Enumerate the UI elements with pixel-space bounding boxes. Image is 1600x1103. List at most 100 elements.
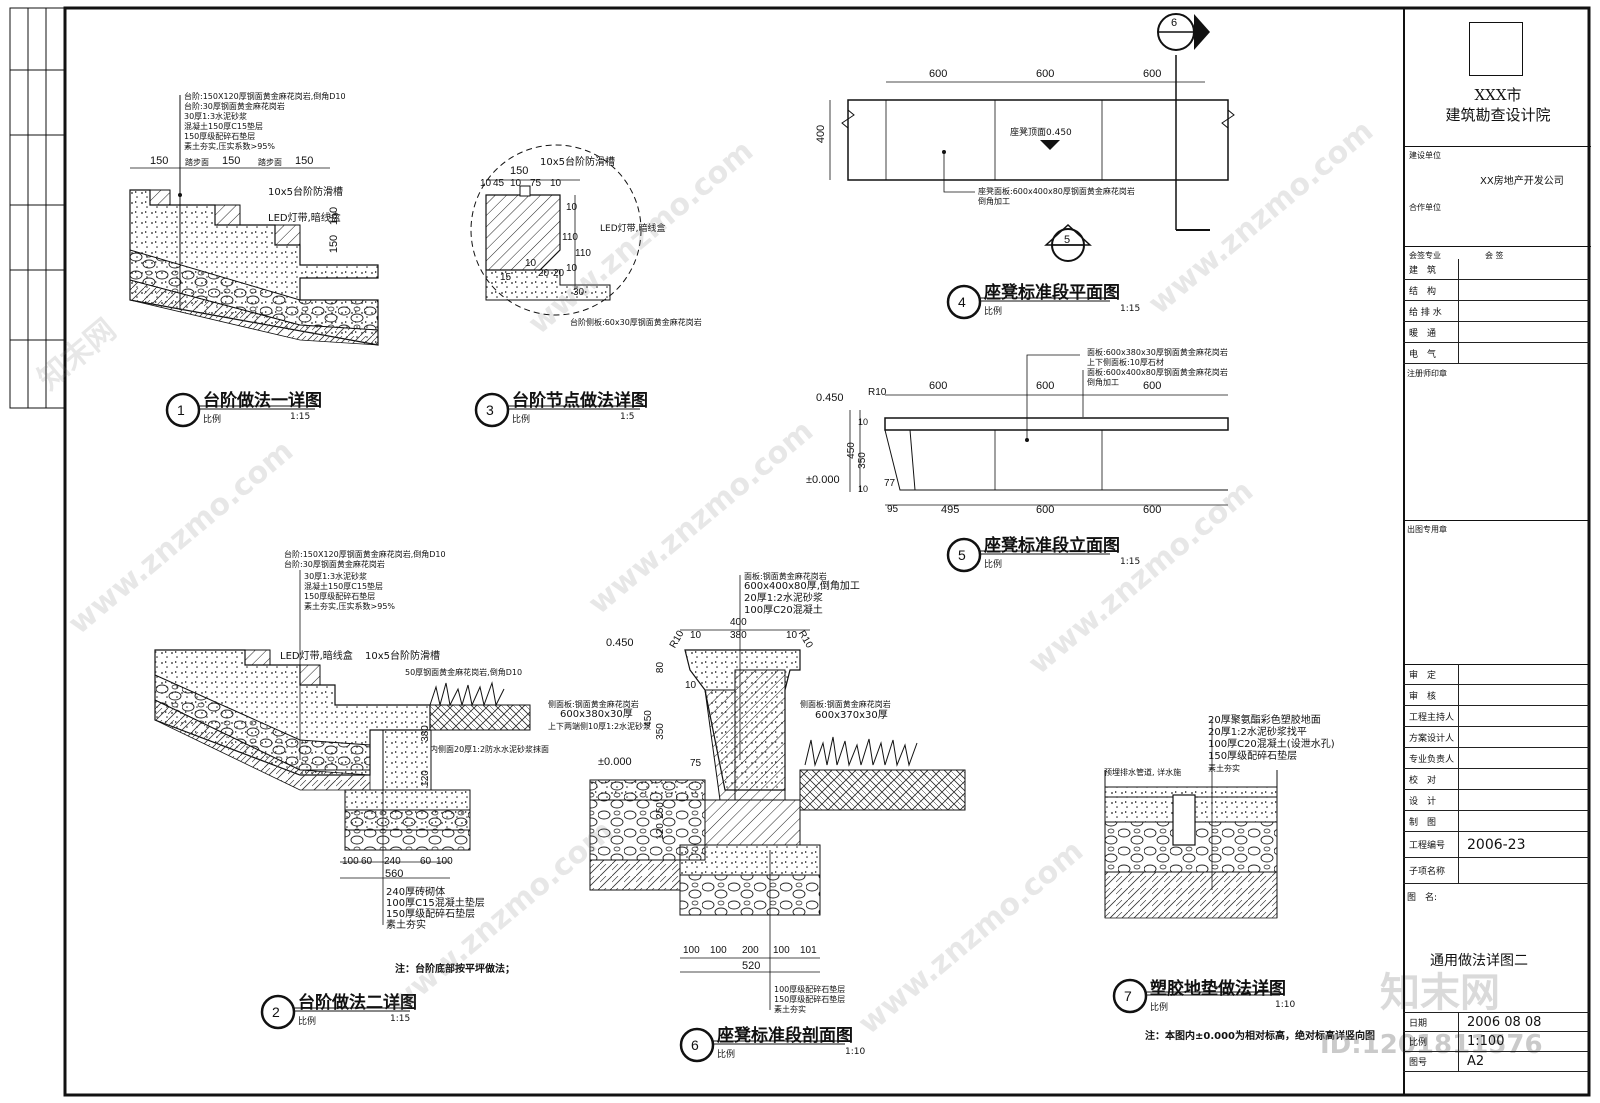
d3-dim-9: 10: [566, 263, 578, 274]
d2-dim-0: 100: [342, 856, 359, 867]
d6-dim-12: 100: [683, 945, 700, 956]
d2-side-1: 10x5台阶防滑槽: [365, 651, 441, 662]
detail-2-number: 2: [272, 1004, 280, 1020]
d5-dim-9: 350: [856, 452, 868, 469]
d2-bottom-3: 素土夯实: [386, 920, 426, 931]
d6-dim-8: 450: [642, 710, 654, 727]
d5-label-0: 面板:600x380x30厚钢面黄金麻花岗岩: [1087, 348, 1228, 357]
d1-dim-3: 踏步面: [185, 158, 209, 167]
detail-7-scale: 1:10: [1275, 1000, 1296, 1010]
d5-label-2: 面板:600x400x80厚钢面黄金麻花岗岩: [1087, 368, 1228, 377]
d6-dim-20: 80: [655, 661, 667, 674]
d3-dim-3: 10: [510, 178, 522, 189]
d2-side-4: 380: [419, 725, 431, 742]
d5-dim-5: 600: [1143, 504, 1162, 516]
role-row-5: 校 对: [1403, 769, 1589, 790]
d5-dim-2: 600: [1143, 380, 1162, 392]
d6-dim-6: 0.450: [606, 637, 634, 649]
detail-2-title: 台阶做法二详图: [298, 993, 417, 1013]
d6-dim-17: 520: [742, 960, 761, 972]
d2-side-0: LED灯带,暗线盒: [280, 651, 353, 662]
d5-label-3: 倒角加工: [1087, 378, 1119, 387]
d1-dim-4: 踏步面: [258, 158, 282, 167]
detail-6-title: 座凳标准段剖面图: [717, 1026, 853, 1046]
d1-note-1: 台阶:30厚钢面黄金麻花岗岩: [184, 102, 285, 111]
subproject-row: 子项名称: [1403, 858, 1589, 884]
drawing-name: 通用做法详图二: [1430, 953, 1528, 969]
d6-dim-2: 380: [730, 630, 747, 641]
d7-note-1: 20厚1:2水泥砂浆找平: [1208, 727, 1307, 738]
detail-3-drawing: [470, 144, 642, 316]
d2-dim-3: 60: [420, 856, 432, 867]
d5-dim-14: 77: [884, 478, 896, 489]
d2-dim-2: 240: [384, 856, 401, 867]
d3-note-1: LED灯带,暗线盒: [600, 224, 666, 234]
sign-header-0: 会签专业: [1409, 251, 1441, 260]
d6-side-4: 600x370x30厚: [815, 710, 888, 721]
detail-1-scale: 1:15: [290, 412, 311, 422]
d6-dim-7: ±0.000: [598, 756, 632, 768]
d2-dim-1: 60: [361, 856, 373, 867]
d3-note-2: 台阶侧板:60x30厚钢面黄金麻花岗岩: [570, 318, 702, 327]
detail-4-title: 座凳标准段平面图: [984, 283, 1120, 303]
detail-5-number: 5: [958, 547, 966, 563]
detail-7-title: 塑胶地垫做法详图: [1150, 979, 1286, 999]
d6-bottom-0: 100厚级配碎石垫层: [774, 985, 846, 994]
d6-dim-16: 101: [800, 945, 817, 956]
detail-3-scale-label: 比例: [512, 415, 531, 425]
d3-dim-8: 110: [575, 248, 591, 259]
d5-dim-12: 10: [858, 484, 869, 494]
d2-dim-4: 100: [436, 856, 453, 867]
d3-dim-13: 30: [573, 287, 585, 298]
title-underlines: [199, 297, 1280, 1045]
role-row-0: 审 定: [1403, 664, 1589, 685]
d6-dim-14: 200: [742, 945, 759, 956]
d6-dim-1: 10: [690, 630, 702, 641]
d1-note-0: 台阶:150X120厚钢面黄金麻花岗岩,倒角D10: [184, 92, 346, 101]
d6-dim-9: 350: [654, 723, 666, 740]
drawing-name-label: 图 名:: [1407, 893, 1438, 903]
section-mark-6: [1157, 13, 1210, 231]
d5-dim-4: 600: [1036, 504, 1055, 516]
d5-dim-3: 495: [941, 504, 960, 516]
section-mark-6-label: 6: [1171, 17, 1178, 29]
d2-note-3: 混凝土150厚C15垫层: [304, 582, 384, 591]
d2-bottom-2: 150厚级配碎石垫层: [386, 909, 476, 920]
d4-label-0: 座凳顶面0.450: [1010, 128, 1072, 138]
detail-5-scale-label: 比例: [984, 560, 1003, 570]
role-row-7: 制 图: [1403, 811, 1589, 832]
d2-bottom-1: 100厚C15混凝土垫层: [386, 898, 485, 909]
detail-4-drawing: [829, 81, 1235, 193]
d4-dim-3: 400: [815, 124, 828, 144]
d4-dim-2: 600: [1143, 68, 1162, 80]
detail-5-title: 座凳标准段立面图: [984, 536, 1120, 556]
d6-dim-19: 10: [685, 680, 697, 691]
detail-1-scale-label: 比例: [203, 415, 222, 425]
d3-dim-10: 10: [525, 258, 537, 269]
d6-dim-18: 75: [690, 758, 702, 769]
d2-note-4: 150厚级配碎石垫层: [304, 592, 376, 601]
detail-number-circles: [165, 284, 1148, 1063]
detail-6-number: 6: [691, 1037, 699, 1053]
d1-dim-0: 150: [150, 155, 169, 167]
d6-dim-3: 10: [786, 630, 798, 641]
d2-side-5: 120: [419, 770, 431, 787]
client-label: 建设单位: [1409, 151, 1441, 160]
d7-note-0: 20厚聚氨酯彩色塑胶地面: [1208, 715, 1321, 726]
detail-5-drawing: [849, 354, 1229, 506]
section-mark-5: [1044, 223, 1092, 262]
detail-4-scale: 1:15: [1120, 304, 1141, 314]
discipline-row-3: 暖 通: [1403, 322, 1589, 343]
d5-dim-13: R10: [868, 387, 887, 398]
partner-label: 合作单位: [1409, 203, 1441, 212]
d3-dim-7: 110: [562, 232, 578, 243]
d4-dim-1: 600: [1036, 68, 1055, 80]
d6-bottom-1: 150厚级配碎石垫层: [774, 995, 846, 1004]
section-mark-5-label: 5: [1064, 234, 1071, 246]
d1-dim-1: 150: [222, 155, 241, 167]
detail-6-scale: 1:10: [845, 1047, 866, 1057]
